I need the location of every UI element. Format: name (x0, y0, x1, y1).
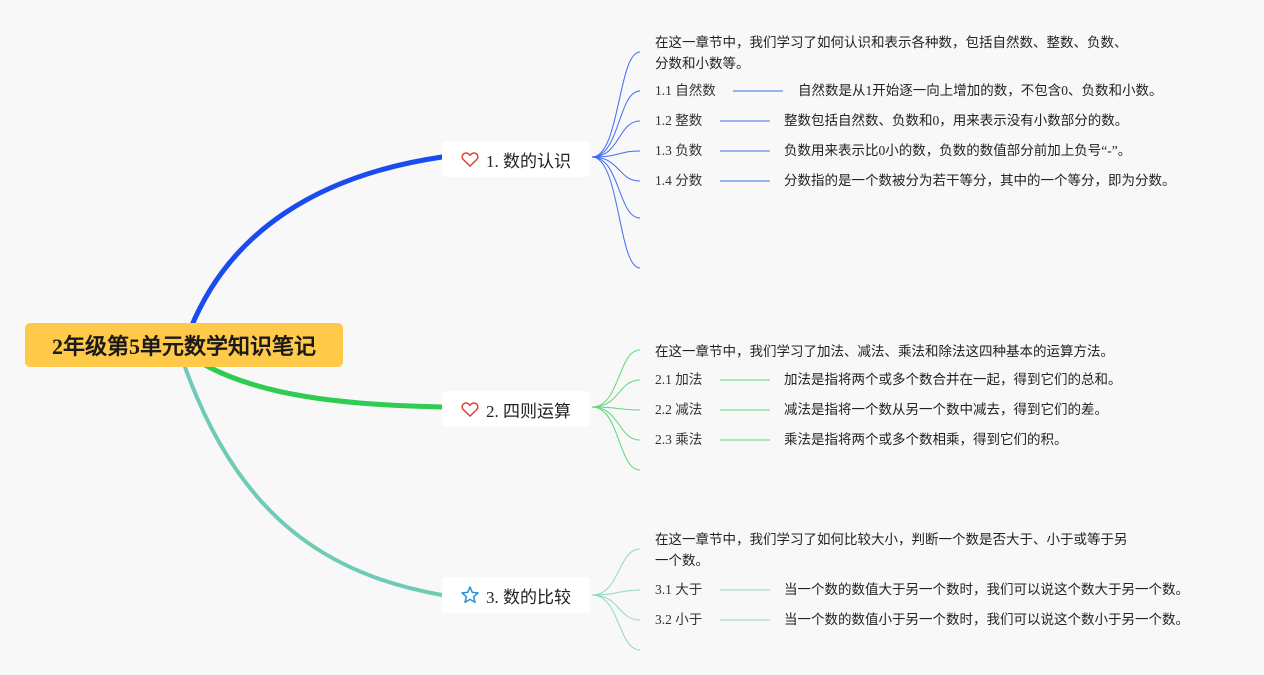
branch-topic-3[interactable]: 3. 数的比较 (442, 577, 590, 613)
subtopic-2-1[interactable]: 2.1 加法 (655, 372, 703, 387)
subtopic-2-3[interactable]: 2.3 乘法 (655, 432, 703, 447)
fan-branch-2 (591, 349, 770, 471)
subtopic-1-3[interactable]: 1.3 负数 (655, 143, 703, 158)
subtopic-1-1[interactable]: 1.1 自然数 (655, 83, 716, 98)
branch-topic-1[interactable]: 1. 数的认识 (442, 141, 590, 177)
subtopic-desc-1-1[interactable]: 自然数是从1开始逐一向上增加的数，不包含0、负数和小数。 (798, 83, 1163, 98)
branch-connector-3 (183, 365, 444, 597)
branch-label: 1. 数的认识 (486, 151, 571, 171)
subtopic-1-4[interactable]: 1.4 分数 (655, 173, 703, 188)
subtopic-desc-3-1[interactable]: 当一个数的数值大于另一个数时，我们可以说这个数大于另一个数。 (784, 582, 1189, 597)
summary-text-3[interactable]: 在这一章节中，我们学习了如何比较大小，判断一个数是否大于、小于或等于另 一个数。 (655, 532, 1128, 568)
subtopic-2-2[interactable]: 2.2 减法 (655, 402, 703, 417)
subtopic-desc-1-3[interactable]: 负数用来表示比0小的数，负数的数值部分前加上负号“-”。 (784, 143, 1132, 158)
subtopic-desc-2-3[interactable]: 乘法是指将两个或多个数相乘，得到它们的积。 (784, 432, 1068, 447)
subtopic-desc-1-2[interactable]: 整数包括自然数、负数和0，用来表示没有小数部分的数。 (784, 113, 1129, 128)
heart-icon (460, 149, 480, 169)
subtopic-3-1[interactable]: 3.1 大于 (655, 582, 703, 597)
star-icon (460, 585, 480, 605)
subtopic-desc-2-2[interactable]: 减法是指将一个数从另一个数中减去，得到它们的差。 (784, 402, 1108, 417)
subtopic-desc-2-1[interactable]: 加法是指将两个或多个数合并在一起，得到它们的总和。 (784, 372, 1122, 387)
subtopic-3-2[interactable]: 3.2 小于 (655, 612, 703, 627)
branch-label: 2. 四则运算 (486, 401, 571, 421)
subtopic-desc-1-4[interactable]: 分数指的是一个数被分为若干等分，其中的一个等分，即为分数。 (784, 173, 1176, 188)
fan-branch-1 (591, 51, 783, 269)
subtopic-desc-3-2[interactable]: 当一个数的数值小于另一个数时，我们可以说这个数小于另一个数。 (784, 612, 1189, 627)
fan-branch-3 (591, 548, 770, 651)
branch-connector-2 (202, 362, 445, 410)
summary-text-1[interactable]: 在这一章节中，我们学习了如何认识和表示各种数，包括自然数、整数、负数、 分数和小… (655, 35, 1128, 71)
branch-label: 3. 数的比较 (486, 587, 571, 607)
branch-topic-2[interactable]: 2. 四则运算 (442, 391, 590, 427)
branch-connector-1 (187, 154, 445, 333)
summary-text-2[interactable]: 在这一章节中，我们学习了加法、减法、乘法和除法这四种基本的运算方法。 (655, 344, 1114, 359)
root-topic[interactable]: 2年级第5单元数学知识笔记 (25, 323, 343, 367)
subtopic-1-2[interactable]: 1.2 整数 (655, 113, 703, 128)
heart-icon (460, 399, 480, 419)
